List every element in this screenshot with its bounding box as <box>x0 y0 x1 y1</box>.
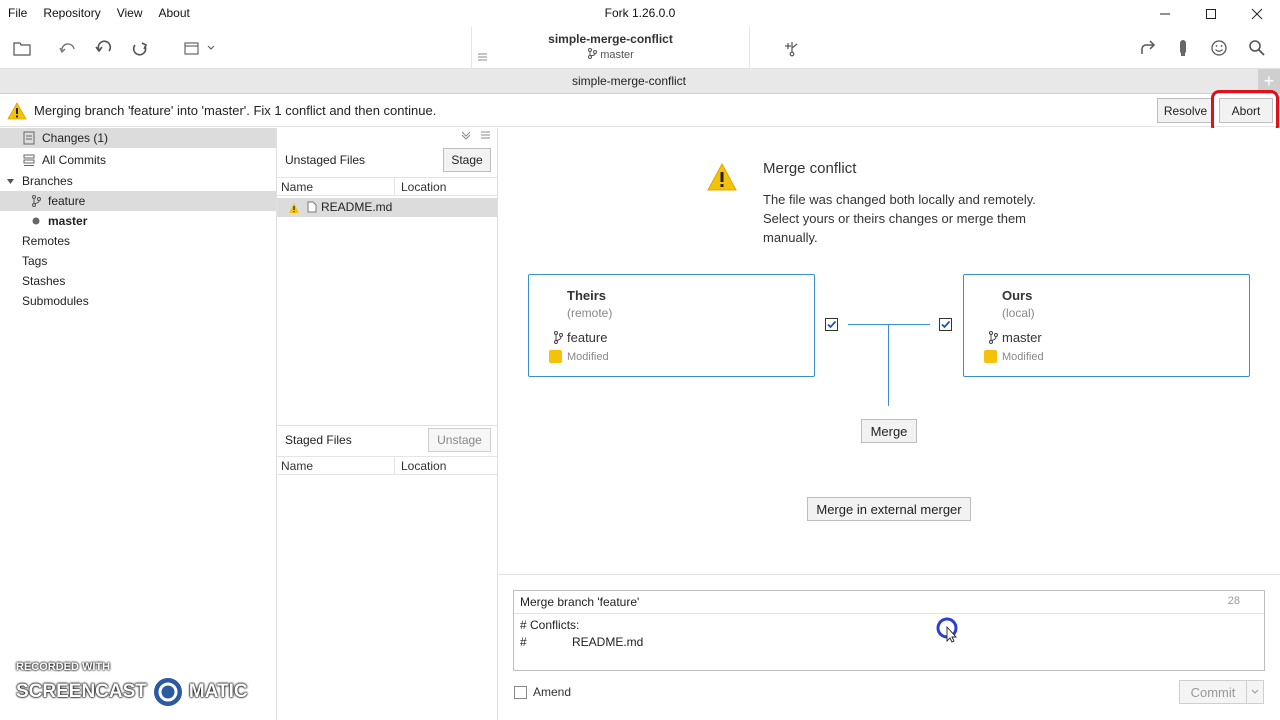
chevron-down-icon[interactable] <box>6 177 15 186</box>
merge-conflict-warning-icon <box>707 162 737 194</box>
stash-icon[interactable] <box>179 35 219 61</box>
sidebar-item-tags[interactable]: Tags <box>22 254 48 268</box>
sidebar-item-remotes[interactable]: Remotes <box>22 234 71 248</box>
minimize-icon[interactable] <box>1142 0 1188 27</box>
abort-button[interactable]: Abort <box>1219 98 1273 123</box>
commit-message-box[interactable]: Merge branch 'feature' 28 # Conflicts: #… <box>513 590 1265 671</box>
branch-icon <box>554 331 563 344</box>
amend-label: Amend <box>533 685 572 699</box>
merge-conflict-panel: Merge conflict The file was changed both… <box>498 128 1280 720</box>
repository-selector[interactable]: simple-merge-conflict master <box>471 27 750 69</box>
menu-file[interactable]: File <box>8 6 28 20</box>
maximize-icon[interactable] <box>1188 0 1234 27</box>
commit-button[interactable]: Commit <box>1179 680 1247 704</box>
conflict-description: The file was changed both locally and re… <box>763 192 1036 245</box>
menu-view[interactable]: View <box>116 6 143 20</box>
branch-icon <box>588 48 598 59</box>
sidebar-item-stashes[interactable]: Stashes <box>22 274 66 288</box>
window-controls <box>1142 0 1280 27</box>
merge-button[interactable]: Merge <box>861 419 917 443</box>
sidebar-item-branch-master[interactable]: master <box>0 211 276 231</box>
ours-checkbox[interactable] <box>939 318 952 331</box>
busy-cursor-icon <box>936 617 958 643</box>
commit-body-hash: # <box>520 635 527 649</box>
repository-name: simple-merge-conflict <box>548 32 673 46</box>
external-merger-button[interactable]: Merge in external merger <box>807 497 971 521</box>
terminal-icon[interactable] <box>1170 35 1196 61</box>
close-icon[interactable] <box>1234 0 1280 27</box>
sidebar-item-submodules[interactable]: Submodules <box>22 294 89 308</box>
push-icon[interactable] <box>127 35 153 61</box>
current-branch: master <box>472 48 749 61</box>
smiley-icon[interactable] <box>1206 35 1232 61</box>
toolbar: simple-merge-conflict master <box>0 27 1280 69</box>
connector-line <box>848 324 930 325</box>
resolve-button[interactable]: Resolve <box>1157 98 1214 123</box>
title-bar: File Repository View About Fork 1.26.0.0 <box>0 0 1280 27</box>
stage-button[interactable]: Stage <box>443 148 491 172</box>
connector-line-vertical <box>888 324 889 406</box>
staged-title: Staged Files <box>285 433 352 447</box>
menu-bar: File Repository View About <box>0 0 198 27</box>
staged-column-headers: Name Location <box>277 456 497 475</box>
file-list-panel: Unstaged Files Stage Name Location READM… <box>277 128 498 720</box>
screencast-watermark: RECORDED WITH SCREENCAST MATIC <box>16 661 248 709</box>
menu-repository[interactable]: Repository <box>43 6 101 20</box>
tab-bar: simple-merge-conflict + <box>0 69 1280 94</box>
conflict-title: Merge conflict <box>763 160 857 177</box>
pull-icon[interactable] <box>91 35 117 61</box>
column-name[interactable]: Name <box>281 459 314 473</box>
unstaged-column-headers: Name Location <box>277 177 497 196</box>
commit-options-chevron-icon[interactable] <box>1247 680 1264 704</box>
column-location[interactable]: Location <box>401 459 447 473</box>
sidebar: Changes (1) All Commits Branches feature… <box>0 128 277 720</box>
column-name[interactable]: Name <box>281 180 314 194</box>
current-branch-dot-icon <box>32 217 40 225</box>
conflict-warning-icon <box>289 203 299 213</box>
open-folder-icon[interactable] <box>9 35 35 61</box>
commit-body-file: README.md <box>572 635 644 649</box>
file-row[interactable]: README.md <box>277 198 497 217</box>
panel-options-icon[interactable] <box>461 130 491 140</box>
modified-icon <box>549 350 562 363</box>
theirs-card[interactable]: Theirs (remote) feature Modified <box>528 274 815 377</box>
amend-checkbox[interactable] <box>514 686 527 699</box>
unstaged-title: Unstaged Files <box>285 153 366 167</box>
modified-icon <box>984 350 997 363</box>
merge-message: Merging branch 'feature' into 'master'. … <box>34 103 437 118</box>
branch-icon <box>32 195 41 207</box>
commits-icon <box>23 154 35 166</box>
tab-repository[interactable]: simple-merge-conflict <box>571 74 687 88</box>
unstaged-header: Unstaged Files Stage <box>277 145 497 175</box>
unstage-button[interactable]: Unstage <box>428 428 491 452</box>
file-icon <box>307 201 317 213</box>
fetch-icon[interactable] <box>55 35 81 61</box>
commit-body-line: # Conflicts: <box>520 618 580 632</box>
screencast-logo-icon <box>151 676 184 708</box>
column-location[interactable]: Location <box>401 180 447 194</box>
menu-lines-icon <box>478 53 487 61</box>
menu-about[interactable]: About <box>158 6 190 20</box>
theirs-checkbox[interactable] <box>825 318 838 331</box>
new-branch-icon[interactable] <box>779 35 805 61</box>
changes-icon <box>23 131 35 145</box>
sidebar-item-branches[interactable]: Branches <box>0 171 276 191</box>
subject-char-counter: 28 <box>1227 595 1240 607</box>
sidebar-item-changes[interactable]: Changes (1) <box>0 128 276 148</box>
branch-icon <box>989 331 998 344</box>
staged-header: Staged Files Unstage <box>277 425 497 455</box>
sidebar-item-all-commits[interactable]: All Commits <box>0 150 276 170</box>
merge-banner: Merging branch 'feature' into 'master'. … <box>0 95 1280 127</box>
warning-icon <box>7 102 27 123</box>
open-in-icon[interactable] <box>1135 35 1161 61</box>
search-icon[interactable] <box>1244 35 1270 61</box>
commit-subject-input[interactable]: Merge branch 'feature' <box>520 595 640 609</box>
ours-card[interactable]: Ours (local) master Modified <box>963 274 1250 377</box>
add-tab-icon[interactable]: + <box>1258 69 1280 94</box>
sidebar-item-branch-feature[interactable]: feature <box>0 191 276 211</box>
